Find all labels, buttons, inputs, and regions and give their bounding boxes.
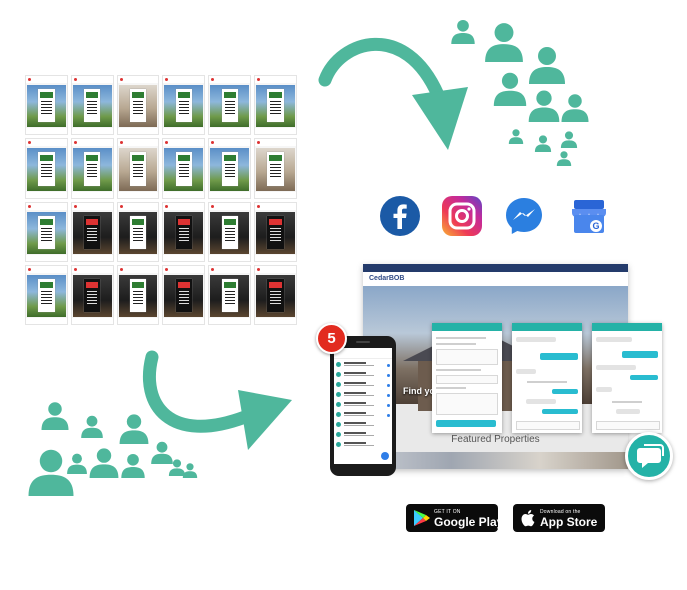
google-play-badge[interactable]: GET IT ON Google Play	[406, 504, 503, 532]
phone-speaker	[356, 341, 370, 343]
ad-thumbnail	[208, 138, 252, 199]
messenger-icon	[503, 195, 545, 237]
person-icon	[560, 131, 578, 148]
person-icon	[119, 414, 149, 444]
ad-thumbnail	[162, 264, 206, 325]
ad-thumbnail	[208, 264, 252, 325]
ad-thumbnail	[208, 75, 252, 136]
person-icon	[493, 72, 527, 106]
ad-thumbnail	[162, 201, 206, 262]
person-icon	[151, 441, 173, 464]
person-icon	[529, 47, 565, 84]
ad-thumbnail	[25, 264, 68, 325]
curved-arrow-top	[318, 37, 468, 150]
apple-icon	[521, 510, 535, 527]
app-store-small-text: Download on the	[540, 509, 581, 515]
chat-form-window	[432, 323, 502, 433]
conversation-row	[336, 441, 390, 449]
ad-thumbnail	[254, 138, 297, 199]
conversation-row	[336, 411, 390, 419]
ad-thumbnail	[208, 201, 252, 262]
ad-thumbnail	[254, 201, 297, 262]
chat-launcher-icon	[625, 432, 673, 480]
ad-thumbnail	[116, 201, 160, 262]
person-icon	[67, 453, 87, 474]
ad-thumbnail	[25, 138, 68, 199]
conversation-row	[336, 421, 390, 429]
property-thumbnails-strip	[363, 452, 628, 469]
person-icon	[81, 415, 103, 438]
person-icon	[89, 448, 119, 478]
ad-thumbnail	[162, 138, 206, 199]
person-icon	[182, 463, 198, 478]
person-icon	[561, 94, 589, 122]
person-icon	[528, 90, 560, 122]
website-nav: CedarBOB	[363, 272, 628, 287]
person-icon	[485, 23, 523, 62]
conversation-row	[336, 361, 390, 369]
conversation-row	[336, 371, 390, 379]
ad-thumbnail	[254, 75, 297, 136]
instagram-icon	[441, 195, 483, 237]
person-icon	[508, 129, 524, 144]
conversation-row	[336, 401, 390, 409]
ad-thumbnail	[254, 264, 297, 325]
compose-button	[381, 452, 389, 460]
ad-thumbnail	[70, 138, 114, 199]
ad-thumbnail	[70, 201, 114, 262]
conversation-row	[336, 431, 390, 439]
google-my-business-icon: G	[568, 195, 610, 237]
chat-agent-window	[592, 323, 662, 433]
ad-thumbnail	[25, 75, 68, 136]
notification-badge: 5	[316, 323, 347, 354]
curved-arrow-bottom	[142, 350, 292, 450]
person-icon	[41, 402, 69, 430]
svg-text:G: G	[592, 221, 599, 231]
mobile-phone-inbox	[330, 336, 396, 476]
person-icon	[534, 135, 552, 152]
ad-thumbnail	[116, 138, 160, 199]
ad-thumbnail	[70, 264, 114, 325]
conversation-row	[336, 381, 390, 389]
ad-thumbnail	[25, 201, 68, 262]
app-store-badge[interactable]: Download on the App Store	[513, 504, 605, 532]
ad-thumbnail	[70, 75, 114, 136]
ad-creative-grid	[25, 75, 297, 325]
website-logo: CedarBOB	[369, 275, 405, 282]
website-tagline: Find your	[403, 386, 444, 396]
ad-thumbnail	[116, 264, 160, 325]
person-icon	[451, 19, 475, 44]
person-icon	[556, 151, 572, 166]
website-top-bar	[363, 264, 628, 272]
person-icon	[168, 459, 186, 476]
google-play-icon	[414, 510, 430, 526]
conversation-row	[336, 391, 390, 399]
app-store-big-text: App Store	[540, 515, 598, 529]
featured-properties-heading: Featured Properties	[451, 434, 540, 445]
ad-thumbnail	[162, 75, 206, 136]
person-icon	[28, 449, 74, 496]
google-play-small-text: GET IT ON	[434, 509, 461, 515]
ad-thumbnail	[116, 75, 160, 136]
person-icon	[121, 453, 145, 478]
inbox-tabs	[334, 350, 392, 359]
google-play-big-text: Google Play	[434, 515, 504, 529]
phone-screen	[334, 348, 392, 464]
facebook-icon	[379, 195, 421, 237]
chat-conversation-window	[512, 323, 582, 433]
